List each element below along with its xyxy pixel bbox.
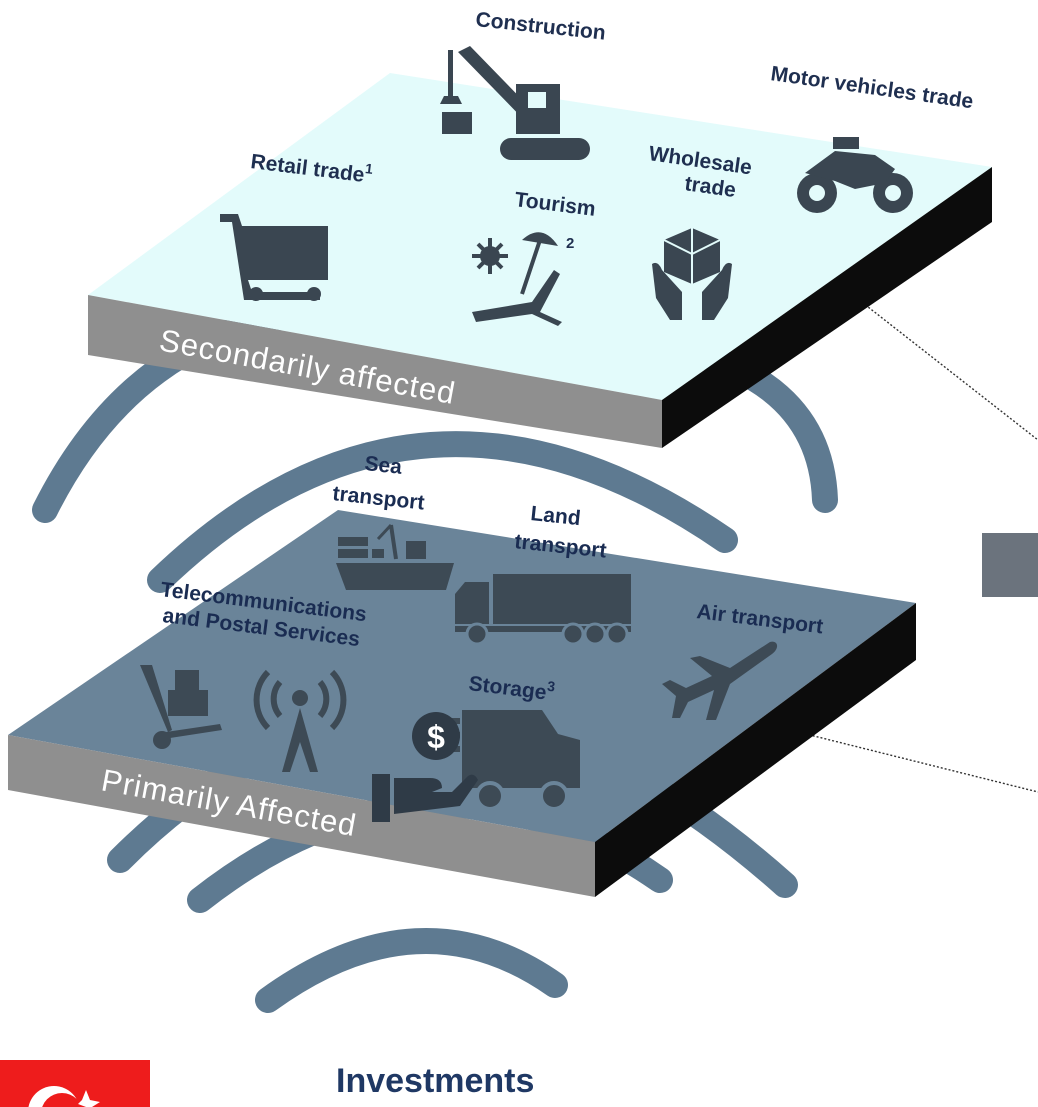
airplane-icon: [662, 641, 778, 720]
retail-footnote: 1: [364, 160, 374, 177]
primary-plate: Primarily Affected: [8, 510, 916, 897]
hand-truck-icon: [140, 665, 222, 749]
cargo-ship-icon: [336, 523, 454, 590]
primary-plate-top: [8, 510, 916, 842]
secondary-plate-right-side: [662, 167, 992, 448]
storage-footnote: 3: [546, 678, 556, 695]
investments-label: Investments: [336, 1062, 534, 1100]
land-transport-label-line1: Land: [529, 502, 581, 530]
tourism-footnote: 2: [566, 235, 574, 252]
money-hand-icon: $: [372, 712, 478, 822]
primary-plate-front-side: [8, 735, 595, 897]
box-in-hands-icon: [652, 228, 732, 320]
motor-vehicles-label: Motor vehicles trade: [769, 62, 974, 113]
legend-square: [982, 533, 1038, 597]
delivery-van-icon: [432, 710, 580, 811]
arc-wave-4: [147, 431, 738, 593]
connector-line-top: [839, 284, 1038, 441]
truck-icon: [455, 574, 631, 646]
motorcycle-icon: [797, 137, 913, 213]
antenna-tower-icon: [253, 669, 347, 772]
sea-transport-label-line1: Sea: [363, 452, 403, 479]
construction-label: Construction: [474, 8, 606, 45]
primary-plate-right-side: [595, 603, 916, 897]
arc-wave-1: [255, 928, 568, 1013]
sea-transport-label-line2: transport: [331, 482, 425, 515]
crane-icon: [440, 46, 590, 160]
flag-icon: [0, 1060, 150, 1107]
beach-chair-icon: [472, 232, 562, 326]
dollar-symbol: $: [427, 719, 445, 755]
secondary-plate-front-side: [88, 295, 662, 448]
shopping-cart-icon: [220, 214, 328, 301]
